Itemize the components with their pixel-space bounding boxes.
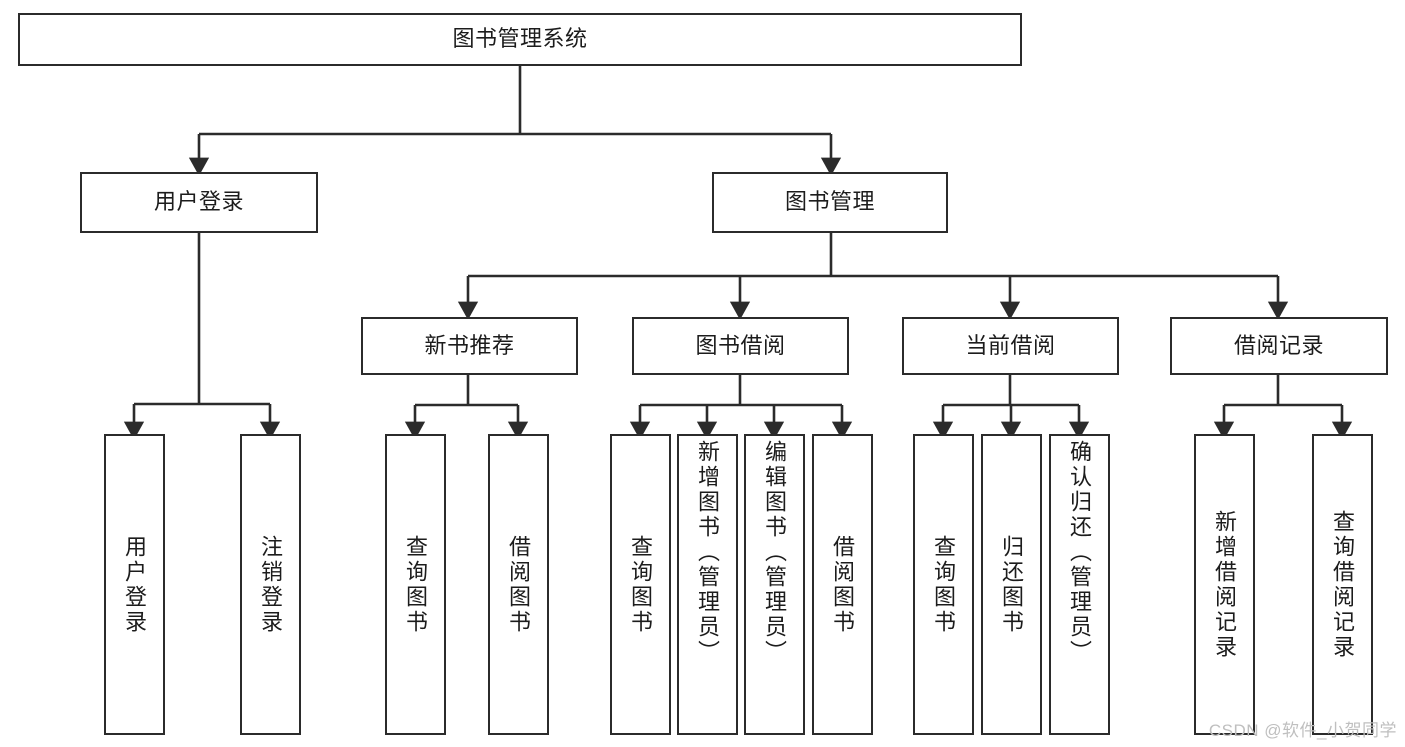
node-new-book-recommend-label: 新书推荐: [424, 332, 515, 358]
node-root-label: 图书管理系统: [452, 26, 588, 52]
leaf-edit-book-label: 编辑图书（管理员）: [762, 440, 788, 665]
node-book-manage[interactable]: 图书管理: [712, 172, 948, 233]
node-current-borrow-label: 当前借阅: [965, 332, 1056, 358]
leaf-user-logout[interactable]: 注销登录: [240, 434, 301, 735]
node-book-borrow-label: 图书借阅: [695, 332, 786, 358]
leaf-add-book-label: 新增图书（管理员）: [695, 440, 721, 665]
node-current-borrow[interactable]: 当前借阅: [902, 317, 1119, 375]
leaf-user-logout-label: 注销登录: [258, 534, 284, 635]
leaf-add-book[interactable]: 新增图书（管理员）: [677, 434, 738, 735]
leaf-query-book-2[interactable]: 查询图书: [610, 434, 671, 735]
leaf-return-book-label: 归还图书: [999, 534, 1025, 635]
leaf-query-book-3[interactable]: 查询图书: [913, 434, 974, 735]
csdn-watermark: CSDN @软件_小贺同学: [1208, 721, 1397, 740]
node-borrow-record[interactable]: 借阅记录: [1170, 317, 1388, 375]
node-book-manage-label: 图书管理: [784, 189, 875, 215]
leaf-borrow-book-1[interactable]: 借阅图书: [488, 434, 549, 735]
node-book-borrow[interactable]: 图书借阅: [632, 317, 849, 375]
leaf-query-book-2-label: 查询图书: [628, 534, 654, 635]
leaf-confirm-return[interactable]: 确认归还（管理员）: [1049, 434, 1110, 735]
leaf-user-login[interactable]: 用户登录: [104, 434, 165, 735]
leaf-query-book-3-label: 查询图书: [931, 534, 957, 635]
leaf-query-record-label: 查询借阅记录: [1330, 509, 1356, 660]
leaf-user-login-label: 用户登录: [122, 534, 148, 635]
leaf-query-book-1[interactable]: 查询图书: [385, 434, 446, 735]
leaf-return-book[interactable]: 归还图书: [981, 434, 1042, 735]
leaf-confirm-return-label: 确认归还（管理员）: [1067, 440, 1093, 665]
node-user-login-label: 用户登录: [153, 189, 244, 215]
leaf-borrow-book-2-label: 借阅图书: [830, 534, 856, 635]
node-borrow-record-label: 借阅记录: [1233, 332, 1324, 358]
leaf-query-record[interactable]: 查询借阅记录: [1312, 434, 1373, 735]
leaf-add-record[interactable]: 新增借阅记录: [1194, 434, 1255, 735]
leaf-query-book-1-label: 查询图书: [403, 534, 429, 635]
node-new-book-recommend[interactable]: 新书推荐: [361, 317, 578, 375]
node-user-login[interactable]: 用户登录: [80, 172, 318, 233]
leaf-borrow-book-1-label: 借阅图书: [506, 534, 532, 635]
leaf-edit-book[interactable]: 编辑图书（管理员）: [744, 434, 805, 735]
node-root[interactable]: 图书管理系统: [18, 13, 1022, 66]
leaf-add-record-label: 新增借阅记录: [1212, 509, 1238, 660]
leaf-borrow-book-2[interactable]: 借阅图书: [812, 434, 873, 735]
